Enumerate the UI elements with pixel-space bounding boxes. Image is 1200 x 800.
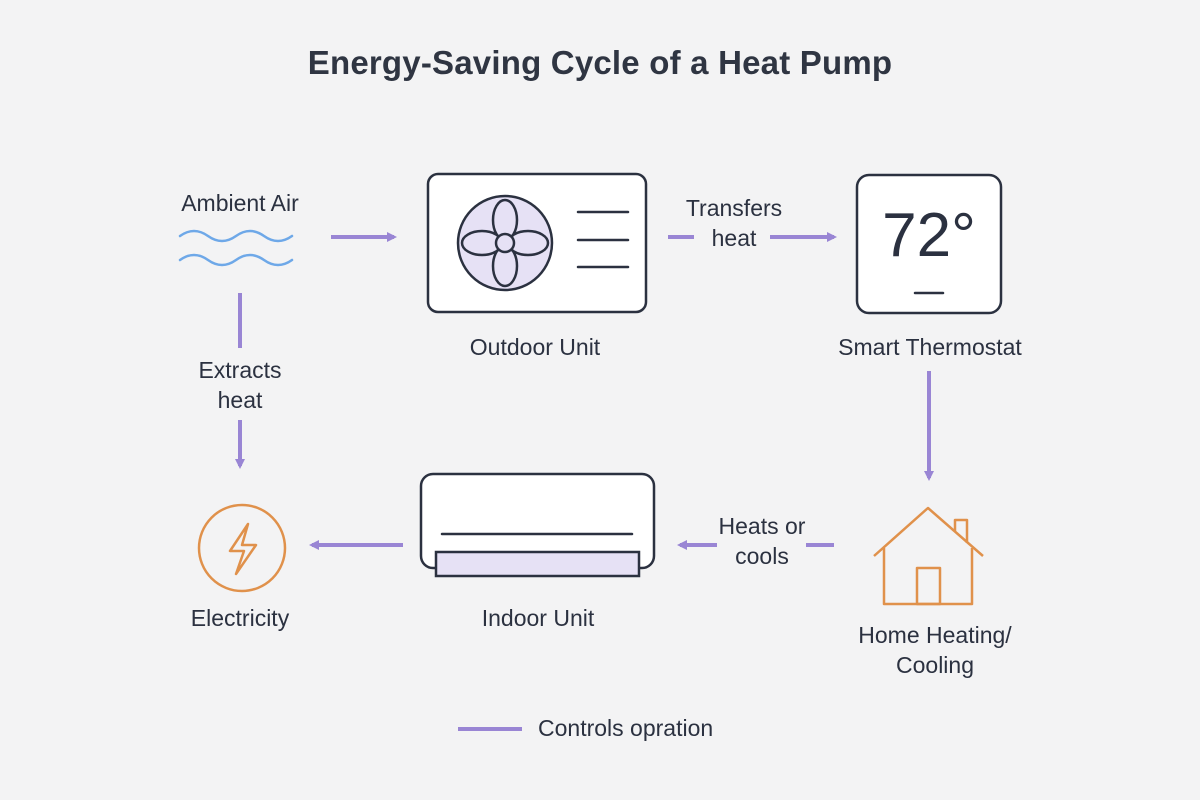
label-electricity: Electricity bbox=[190, 605, 290, 631]
legend-label: Controls opration bbox=[538, 715, 714, 741]
thermostat-icon bbox=[855, 173, 1003, 315]
label-home-line1: Home Heating/ bbox=[858, 622, 1012, 648]
label-heats-or-cools-line1: Heats or bbox=[718, 513, 806, 539]
diagram-title: Energy-Saving Cycle of a Heat Pump bbox=[307, 44, 893, 81]
label-transfers-heat-line2: heat bbox=[711, 225, 757, 251]
wind-waves-icon bbox=[178, 229, 294, 267]
outdoor-unit-icon bbox=[426, 172, 648, 314]
label-extracts-heat-line2: heat bbox=[217, 387, 263, 413]
fan-icon bbox=[456, 194, 554, 292]
label-home: Home Heating/ Cooling bbox=[830, 620, 1040, 680]
label-heats-or-cools: Heats or cools bbox=[692, 511, 832, 571]
label-ambient-air: Ambient Air bbox=[181, 190, 299, 216]
label-extracts-heat: Extracts heat bbox=[170, 355, 310, 415]
label-home-line2: Cooling bbox=[896, 652, 974, 678]
label-transfers-heat-line1: Transfers bbox=[685, 195, 783, 221]
label-extracts-heat-line1: Extracts bbox=[198, 357, 282, 383]
label-smart-thermostat: Smart Thermostat bbox=[838, 334, 1022, 360]
house-icon bbox=[873, 506, 984, 606]
air-conditioner-icon bbox=[419, 472, 656, 578]
thermostat-display: 72° bbox=[882, 201, 976, 270]
label-indoor-unit: Indoor Unit bbox=[481, 605, 595, 631]
label-outdoor-unit: Outdoor Unit bbox=[469, 334, 601, 360]
lightning-bolt-icon bbox=[197, 503, 287, 593]
label-heats-or-cools-line2: cools bbox=[735, 543, 789, 569]
label-transfers-heat: Transfers heat bbox=[664, 193, 804, 253]
